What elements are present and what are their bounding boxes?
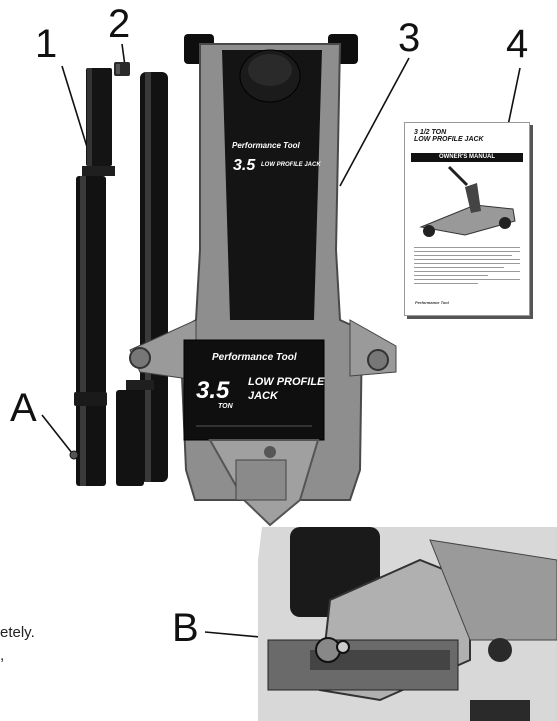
jack-top-product: LOW PROFILE JACK bbox=[261, 162, 321, 168]
jack-bottom-product-line2: JACK bbox=[248, 390, 279, 402]
text-fragment-2: , bbox=[0, 647, 5, 664]
jack-top-brand: Performance Tool bbox=[232, 141, 300, 150]
release-valve-photo bbox=[258, 527, 557, 721]
manual-title-line1: 3 1/2 TON bbox=[414, 129, 447, 136]
leader-line-a bbox=[41, 414, 73, 454]
callout-4: 4 bbox=[506, 22, 529, 66]
release-valve-b bbox=[336, 640, 350, 654]
manual-logo: Performance Tool bbox=[415, 300, 449, 305]
handle-section-2 bbox=[116, 72, 168, 486]
text-fragment-1: etely. bbox=[0, 624, 35, 641]
knob-a bbox=[69, 450, 79, 460]
owners-manual: 3 1/2 TON LOW PROFILE JACK OWNER'S MANUA… bbox=[404, 122, 530, 316]
handle-section-1 bbox=[69, 68, 115, 486]
jack-bottom-product-line1: LOW PROFILE bbox=[248, 376, 325, 388]
floor-jack: Performance Tool 3.5 LOW PROFILE JACK Pe… bbox=[129, 34, 397, 527]
jack-bottom-brand: Performance Tool bbox=[212, 352, 297, 363]
callout-a: A bbox=[10, 386, 37, 430]
handle-tip-2 bbox=[114, 62, 130, 76]
manual-jack-illustration bbox=[419, 165, 516, 237]
jack-top-capacity: 3.5 bbox=[233, 157, 256, 174]
manual-body-text bbox=[414, 247, 520, 287]
manual-heading: OWNER'S MANUAL bbox=[411, 153, 523, 162]
callout-1: 1 bbox=[35, 22, 58, 66]
callout-2: 2 bbox=[108, 2, 131, 46]
jack-bottom-capacity: 3.5 bbox=[196, 377, 230, 404]
callout-3: 3 bbox=[398, 16, 421, 60]
callout-b: B bbox=[172, 606, 199, 650]
leader-line-3 bbox=[339, 57, 410, 187]
jack-bottom-unit: TON bbox=[218, 403, 234, 410]
manual-title-line2: LOW PROFILE JACK bbox=[414, 136, 484, 144]
